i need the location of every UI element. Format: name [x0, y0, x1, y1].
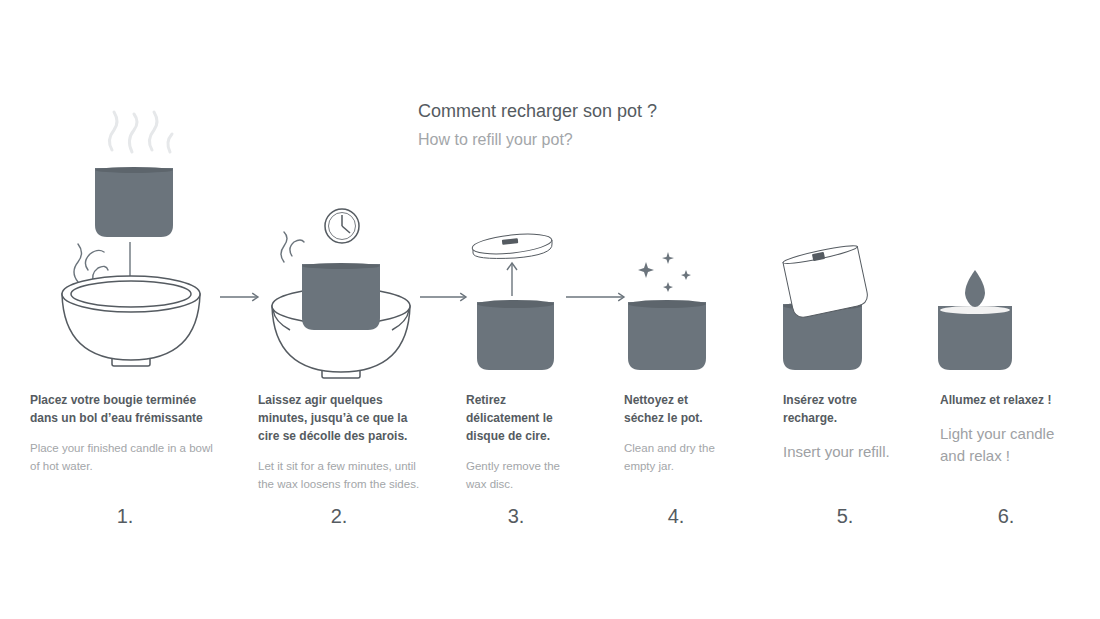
- step-instruction-en: Gently remove the wax disc.: [466, 457, 566, 493]
- step-texts: Placez votre bougie terminée dans un bol…: [30, 391, 220, 475]
- arrow-head: [507, 263, 517, 270]
- step-column: Allumez et relaxez ! Light your candle an…: [940, 150, 1072, 532]
- candle-pot: [477, 302, 554, 370]
- step-instruction-fr: Allumez et relaxez !: [940, 391, 1072, 409]
- step-instruction-fr: Nettoyez et séchez le pot.: [624, 391, 728, 427]
- step-column: Insérez votre recharge. Insert your refil…: [783, 150, 907, 532]
- step-instruction-fr: Retirez délicatement le disque de cire.: [466, 391, 566, 445]
- step-instruction-fr: Laissez agir quelques minutes, jusqu’à c…: [258, 391, 420, 445]
- flame: [965, 270, 985, 307]
- step-instruction-en: Clean and dry the empty jar.: [624, 439, 728, 475]
- step-number: 3.: [466, 505, 566, 528]
- empty-jar: [628, 302, 706, 370]
- pot-rim: [477, 300, 554, 308]
- step-column: Placez votre bougie terminée dans un bol…: [30, 150, 220, 532]
- step-texts: Allumez et relaxez ! Light your candle an…: [940, 391, 1072, 467]
- clock-icon: [325, 209, 359, 243]
- step-texts: Retirez délicatement le disque de cire. G…: [466, 391, 566, 493]
- candle-pot: [95, 168, 173, 237]
- up-arrow: [511, 264, 512, 296]
- lit-candle: [938, 306, 1012, 370]
- subtitle-label: How to refill your pot?: [418, 131, 573, 149]
- pot-rim: [95, 167, 173, 173]
- step-number: 1.: [30, 505, 220, 528]
- step-texts: Nettoyez et séchez le pot. Clean and dry …: [624, 391, 728, 475]
- water-bowl: [62, 276, 200, 366]
- step-number: 6.: [940, 505, 1072, 528]
- step-instruction-en: Let it sit for a few minutes, until the …: [258, 457, 420, 493]
- step-instruction-en: Insert your refill.: [783, 441, 907, 463]
- step-column: Laissez agir quelques minutes, jusqu’à c…: [258, 150, 420, 532]
- candle-pot: [302, 264, 380, 330]
- candle-refill: [782, 243, 869, 319]
- diagram-title: Comment recharger son pot ?: [418, 101, 657, 122]
- sparkles: [638, 252, 691, 292]
- vapor: [109, 112, 172, 152]
- step-number: 5.: [783, 505, 907, 528]
- step-instruction-fr: Insérez votre recharge.: [783, 391, 907, 427]
- step-column: Nettoyez et séchez le pot. Clean and dry …: [624, 150, 728, 532]
- step-instruction-en: Place your finished candle in a bowl of …: [30, 439, 220, 475]
- step-column: Retirez délicatement le disque de cire. G…: [466, 150, 566, 532]
- step-number: 2.: [258, 505, 420, 528]
- bowl-front: [273, 310, 409, 330]
- step-arrow: [420, 293, 466, 301]
- step-number: 4.: [624, 505, 728, 528]
- wax-disc: [471, 231, 552, 259]
- step-texts: Laissez agir quelques minutes, jusqu’à c…: [258, 391, 420, 493]
- pot-rim: [628, 300, 706, 308]
- step-arrow: [220, 293, 258, 301]
- step-instruction-en: Light your candle and relax !: [940, 423, 1072, 467]
- step-instruction-fr: Placez votre bougie terminée dans un bol…: [30, 391, 220, 427]
- pot-rim: [302, 263, 380, 269]
- step-texts: Insérez votre recharge. Insert your refil…: [783, 391, 907, 463]
- step-arrow: [566, 293, 624, 301]
- wax-surface: [940, 306, 1010, 314]
